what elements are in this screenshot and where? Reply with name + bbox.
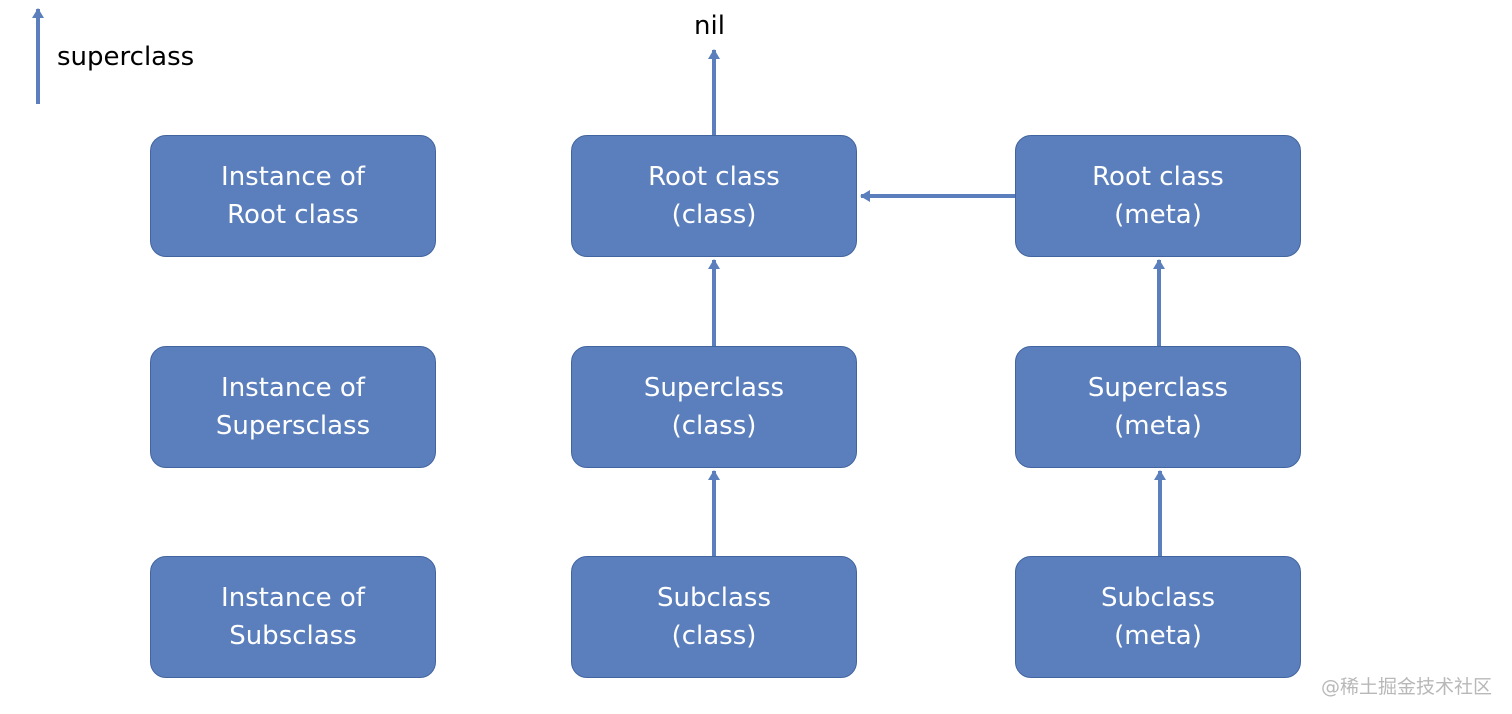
node-label-line: Root class <box>227 200 359 230</box>
node-subclass-class: Subclass (class) <box>571 556 857 678</box>
node-label-line: (class) <box>671 200 757 230</box>
nil-label: nil <box>694 11 725 41</box>
node-root-class: Root class (class) <box>571 135 857 257</box>
node-label-line: Root class <box>1092 162 1224 192</box>
node-instance-of-root-class: Instance of Root class <box>150 135 436 257</box>
node-label-line: Superclass <box>643 373 785 403</box>
node-instance-of-subclass: Instance of Subsclass <box>150 556 436 678</box>
node-label-line: Supersclass <box>215 411 371 441</box>
node-label-line: (class) <box>671 621 757 651</box>
node-superclass-meta: Superclass (meta) <box>1015 346 1301 468</box>
node-label-line: Instance of <box>221 162 365 192</box>
node-label-line: Instance of <box>221 583 365 613</box>
node-label-line: (class) <box>671 411 757 441</box>
node-root-class-meta: Root class (meta) <box>1015 135 1301 257</box>
node-label-line: Subsclass <box>229 621 357 651</box>
node-label-line: Instance of <box>221 373 365 403</box>
node-instance-of-superclass: Instance of Supersclass <box>150 346 436 468</box>
node-label-line: Subclass <box>656 583 772 613</box>
node-label-line: Subclass <box>1100 583 1216 613</box>
node-label-line: Superclass <box>1087 373 1229 403</box>
node-label-line: Root class <box>648 162 780 192</box>
legend-label: superclass <box>57 42 195 72</box>
watermark: @稀土掘金技术社区 <box>1320 676 1492 698</box>
node-label-line: (meta) <box>1114 621 1202 651</box>
node-label-line: (meta) <box>1114 200 1202 230</box>
node-superclass-class: Superclass (class) <box>571 346 857 468</box>
node-label-line: (meta) <box>1114 411 1202 441</box>
node-subclass-meta: Subclass (meta) <box>1015 556 1301 678</box>
